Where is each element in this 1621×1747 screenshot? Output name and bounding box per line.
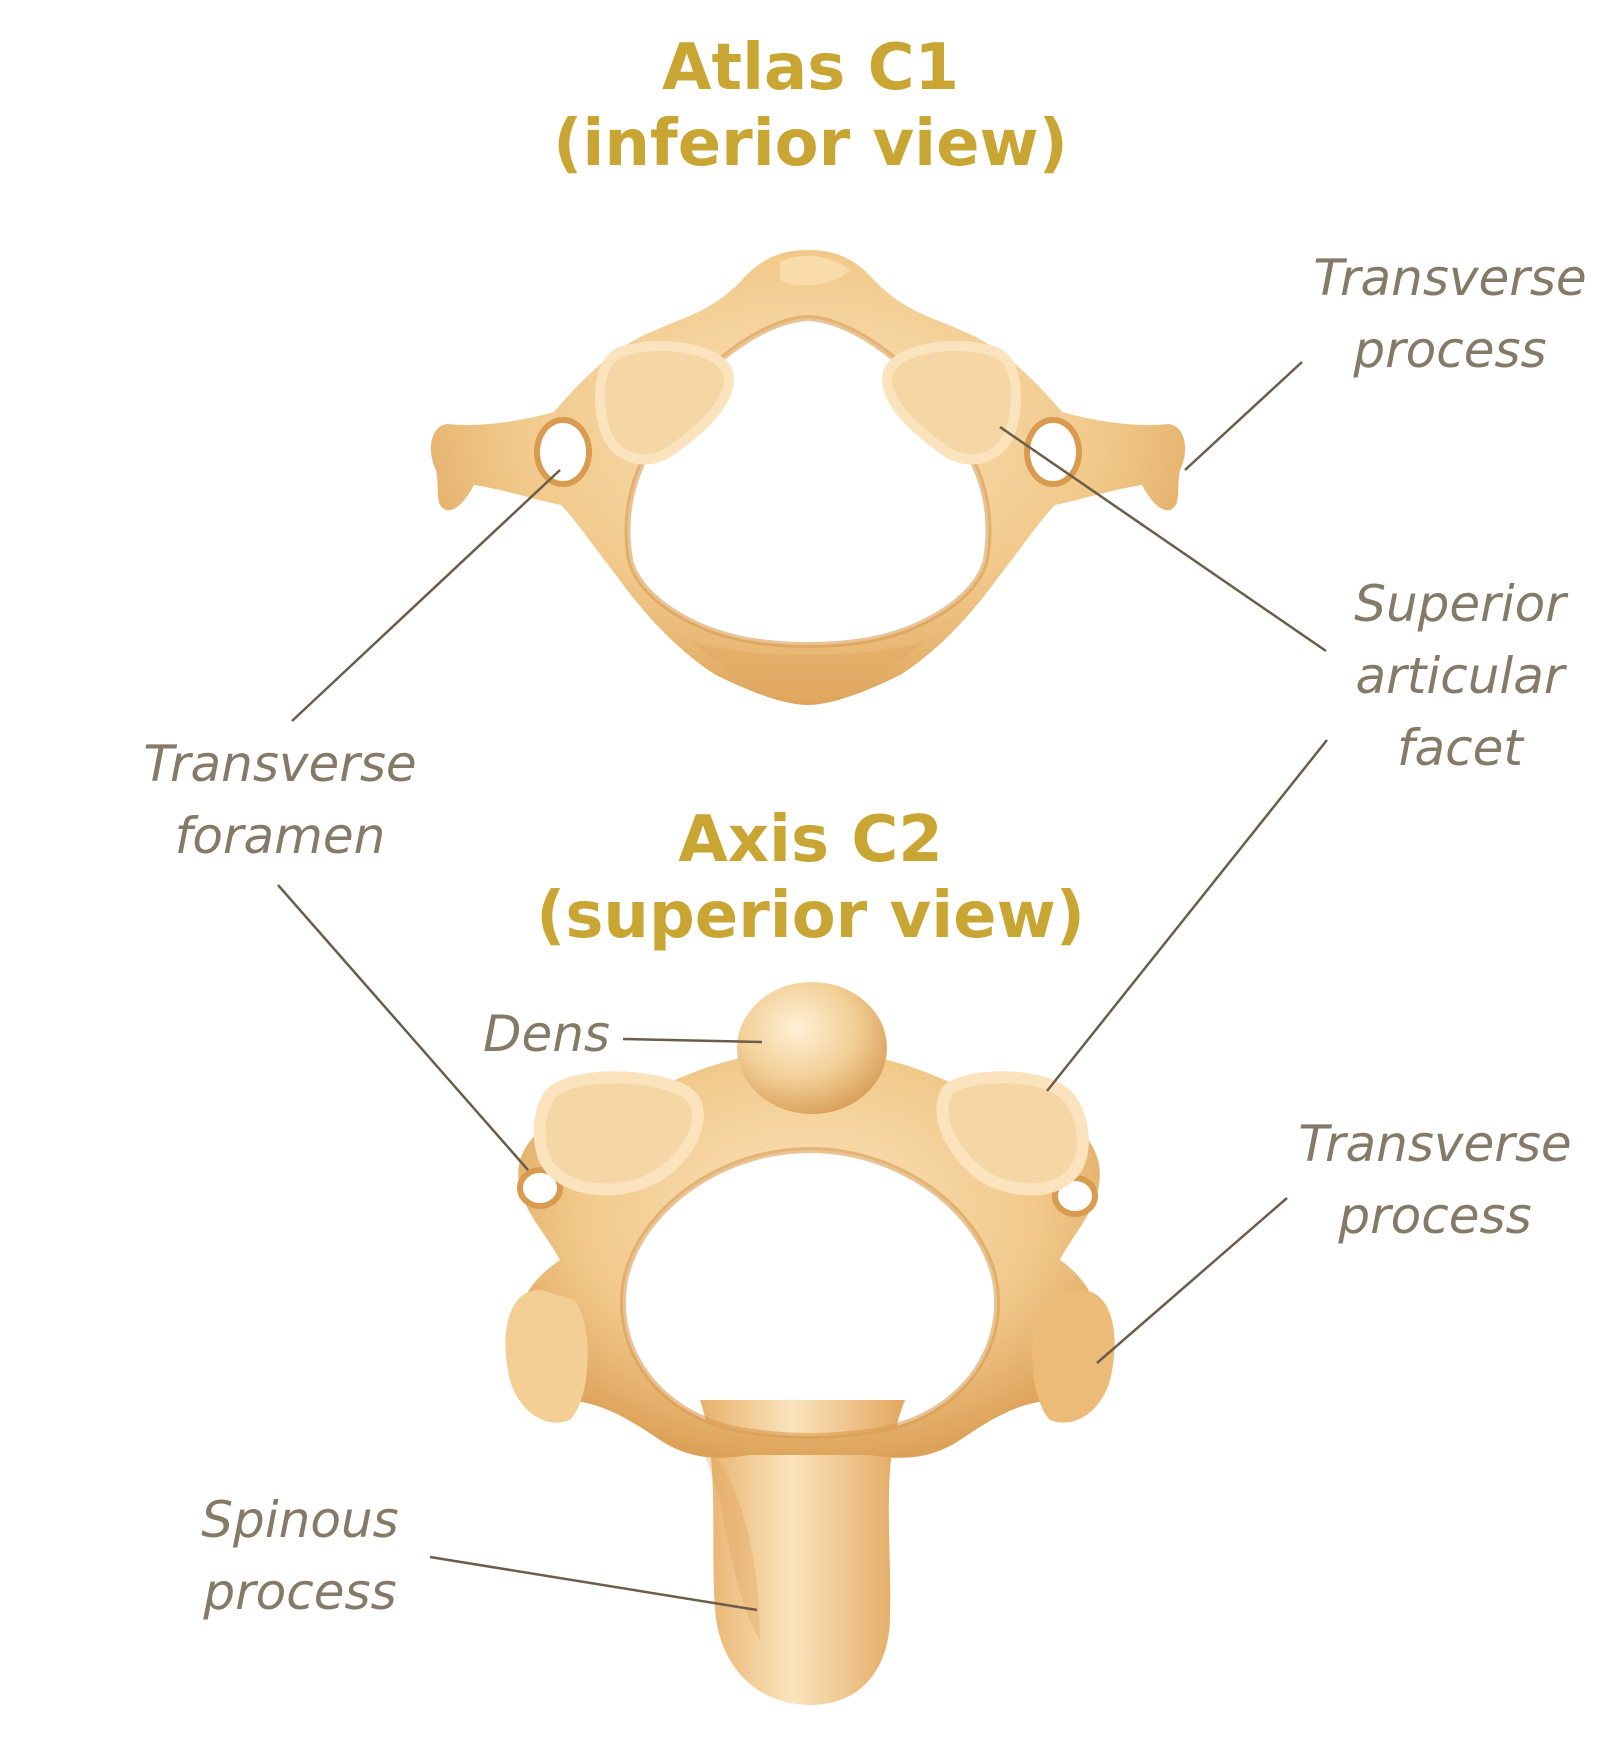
label-transverse-process-bottom: Transverse process: [1285, 1108, 1585, 1252]
label-spinous-process-line2: process: [150, 1556, 450, 1628]
atlas-articular-facet-left: [600, 346, 729, 460]
atlas-title: Atlas C1 (inferior view): [0, 30, 1621, 182]
label-transverse-process-bottom-line2: process: [1285, 1180, 1585, 1252]
label-transverse-foramen-line2: foramen: [130, 800, 430, 872]
label-transverse-process-top-line2: process: [1300, 314, 1600, 386]
label-transverse-process-top: Transverse process: [1300, 242, 1600, 386]
label-spinous-process-line1: Spinous: [150, 1484, 450, 1556]
axis-lateral-mass-right: [1032, 1290, 1114, 1423]
axis-canal-rim: [623, 1150, 997, 1436]
atlas-transverse-foramen-left: [537, 420, 589, 484]
label-transverse-process-top-line1: Transverse: [1300, 242, 1600, 314]
label-spinous-process: Spinous process: [150, 1484, 450, 1628]
leader-atlas-transverse-foramen: [292, 470, 560, 721]
label-transverse-process-bottom-line1: Transverse: [1285, 1108, 1585, 1180]
atlas-title-line2: (inferior view): [0, 106, 1621, 182]
atlas-title-line1: Atlas C1: [0, 30, 1621, 106]
axis-lateral-mass-left: [505, 1290, 587, 1423]
atlas-articular-facet-right: [887, 346, 1016, 460]
leader-transverse-process-top: [1185, 362, 1302, 470]
axis-title-line2: (superior view): [0, 878, 1621, 954]
label-superior-articular-facet-line1: Superior: [1310, 568, 1610, 640]
label-superior-articular-facet-line2: articular: [1310, 640, 1610, 712]
label-superior-articular-facet: Superior articular facet: [1310, 568, 1610, 784]
leader-spinous-process: [430, 1557, 757, 1610]
label-superior-articular-facet-line3: facet: [1310, 712, 1610, 784]
label-dens: Dens: [440, 998, 610, 1070]
label-transverse-foramen: Transverse foramen: [130, 728, 430, 872]
label-transverse-foramen-line1: Transverse: [130, 728, 430, 800]
leader-transverse-process-bottom: [1097, 1198, 1287, 1363]
axis-vertebra: [505, 982, 1114, 1705]
label-dens-text: Dens: [440, 998, 610, 1070]
axis-dens: [737, 982, 887, 1114]
